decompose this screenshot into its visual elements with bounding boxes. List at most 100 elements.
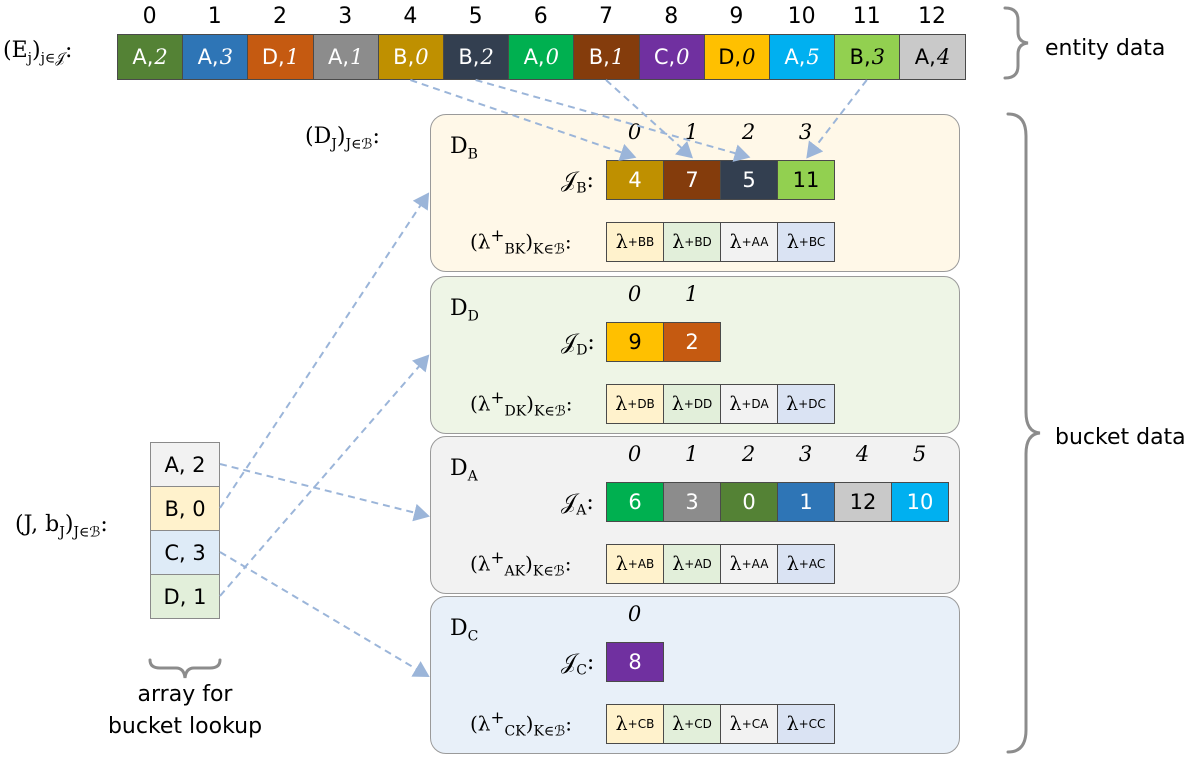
bucket-ids-sub: D	[576, 342, 588, 359]
entity-letter: D,	[261, 45, 285, 69]
bucket-map-label-domain: J∈ℬ	[345, 136, 373, 153]
entity-index: 8	[664, 4, 679, 29]
lambda-subscript: DC	[808, 397, 826, 411]
entity-number: 5	[806, 45, 820, 69]
lambda-label-base: (λ	[470, 391, 491, 416]
lambda-label-close: )	[525, 551, 533, 576]
lambda-label-sup: +	[490, 708, 505, 727]
lambda-label-sup: +	[490, 226, 505, 245]
bucket-index: 2	[741, 442, 756, 466]
lambda-cell: λ+BD	[663, 222, 721, 262]
bucket-index: 0	[627, 120, 642, 144]
bucket-id-value: 12	[849, 490, 877, 514]
lookup-label-domain: J∈ℬ	[73, 524, 101, 541]
lambda-symbol: λ	[672, 231, 685, 253]
lookup-caption-line2: bucket lookup	[107, 714, 263, 739]
lambda-label-sub-bucket: D	[504, 403, 516, 420]
bucket-data-brace	[1006, 112, 1041, 754]
bucket-id-value: 11	[792, 168, 820, 192]
lookup-to-bucket-arrow	[219, 192, 430, 509]
lambda-label-sub-bucket: B	[504, 241, 515, 258]
lambda-label-colon: :	[564, 229, 572, 254]
bucket-title-base: D	[450, 296, 468, 321]
bucket-ids-colon: :	[586, 490, 594, 515]
entity-cell: D,0	[703, 34, 770, 80]
entity-cell: B,2	[443, 34, 510, 80]
lookup-to-bucket-arrow	[219, 463, 430, 522]
lambda-label-sup: +	[490, 548, 505, 567]
bucket-id-value: 6	[628, 490, 642, 514]
entity-letter: A,	[327, 45, 350, 69]
lambda-subscript: BB	[637, 235, 655, 249]
bucket-ids-label: 𝒥B:	[561, 168, 594, 196]
entity-letter: C,	[653, 45, 676, 69]
lambda-label-colon: :	[565, 711, 573, 736]
lookup-to-bucket-arrow	[219, 354, 430, 597]
lambda-plus: +	[683, 397, 694, 411]
bucket-caption: bucket data	[1055, 425, 1186, 450]
entity-cell: C,0	[638, 34, 705, 80]
bucket-lambda-label: (λ+AK)K∈ℬ:	[470, 548, 571, 580]
lambda-label-sub: CK	[504, 724, 525, 740]
bucket-ids-label: 𝒥C:	[561, 650, 594, 678]
bucket-id-value: 0	[742, 490, 756, 514]
bucket-id-value: 3	[685, 490, 699, 514]
entity-number: 0	[676, 45, 690, 69]
lambda-label-colon: :	[565, 391, 573, 416]
bucket-ids-base: 𝒥	[561, 330, 577, 355]
bucket-ids-base: 𝒥	[561, 490, 577, 515]
lambda-label-sub-bucket: C	[504, 723, 516, 740]
lambda-label-sub-k: K	[514, 241, 526, 258]
bucket-id-value: 1	[799, 490, 813, 514]
entity-caption: entity data	[1045, 36, 1166, 61]
lambda-plus: +	[684, 717, 695, 731]
bucket-title-sub: D	[467, 308, 479, 325]
entity-cell: A,0	[508, 34, 575, 80]
bucket-id-cell: 1	[777, 482, 835, 522]
bucket-index: 0	[627, 282, 642, 306]
lambda-subscript: DA	[751, 397, 769, 411]
entity-cell: A,2	[117, 34, 184, 80]
bucket-title: DB	[450, 134, 478, 162]
bucket-id-cell: 3	[663, 482, 721, 522]
bucket-ids-colon: :	[587, 330, 595, 355]
bucket-ids-sub: A	[576, 502, 587, 519]
lambda-label-sub-bucket: A	[504, 563, 515, 580]
entity-number: 1	[350, 45, 364, 69]
bucket-title-sub: A	[467, 468, 478, 485]
bucket-title-sub: B	[467, 146, 478, 163]
lambda-cell: λ+AA	[720, 544, 778, 584]
entity-letter: A,	[784, 45, 806, 69]
lambda-cell: λ+DC	[777, 384, 835, 424]
bucket-index: 2	[741, 120, 756, 144]
bucket-title-base: D	[450, 456, 468, 481]
lambda-subscript: DD	[693, 397, 713, 411]
lambda-plus: +	[798, 235, 809, 249]
lookup-to-bucket-arrow	[219, 551, 430, 678]
lambda-plus: +	[741, 235, 752, 249]
lambda-symbol: λ	[786, 553, 799, 575]
entity-label-sub: j	[27, 50, 32, 67]
bucket-index: 1	[684, 120, 699, 144]
lookup-label-sub: J	[59, 524, 65, 541]
lambda-symbol: λ	[729, 713, 742, 735]
entity-index: 6	[533, 4, 548, 29]
bucket-lambda-label: (λ+DK)K∈ℬ:	[470, 388, 573, 420]
entity-number: 0	[415, 45, 429, 69]
bucket-index: 4	[855, 442, 870, 466]
bucket-lambda-label: (λ+CK)K∈ℬ:	[470, 708, 572, 740]
entity-number: 1	[610, 45, 625, 69]
lookup-brace	[148, 658, 222, 679]
bucket-title-base: D	[450, 134, 468, 159]
lambda-symbol: λ	[615, 393, 628, 415]
entity-index: 2	[272, 4, 287, 29]
lambda-label-sub-k: K	[515, 403, 527, 420]
lambda-symbol: λ	[671, 393, 684, 415]
lambda-plus: +	[741, 717, 752, 731]
lambda-cell: λ+CD	[663, 704, 721, 744]
lambda-plus: +	[798, 397, 809, 411]
entity-letter: B,	[588, 45, 610, 69]
bucket-map-label-base: (D	[305, 124, 332, 149]
lambda-cell: λ+AC	[777, 544, 835, 584]
bucket-ids-base: 𝒥	[561, 168, 577, 193]
